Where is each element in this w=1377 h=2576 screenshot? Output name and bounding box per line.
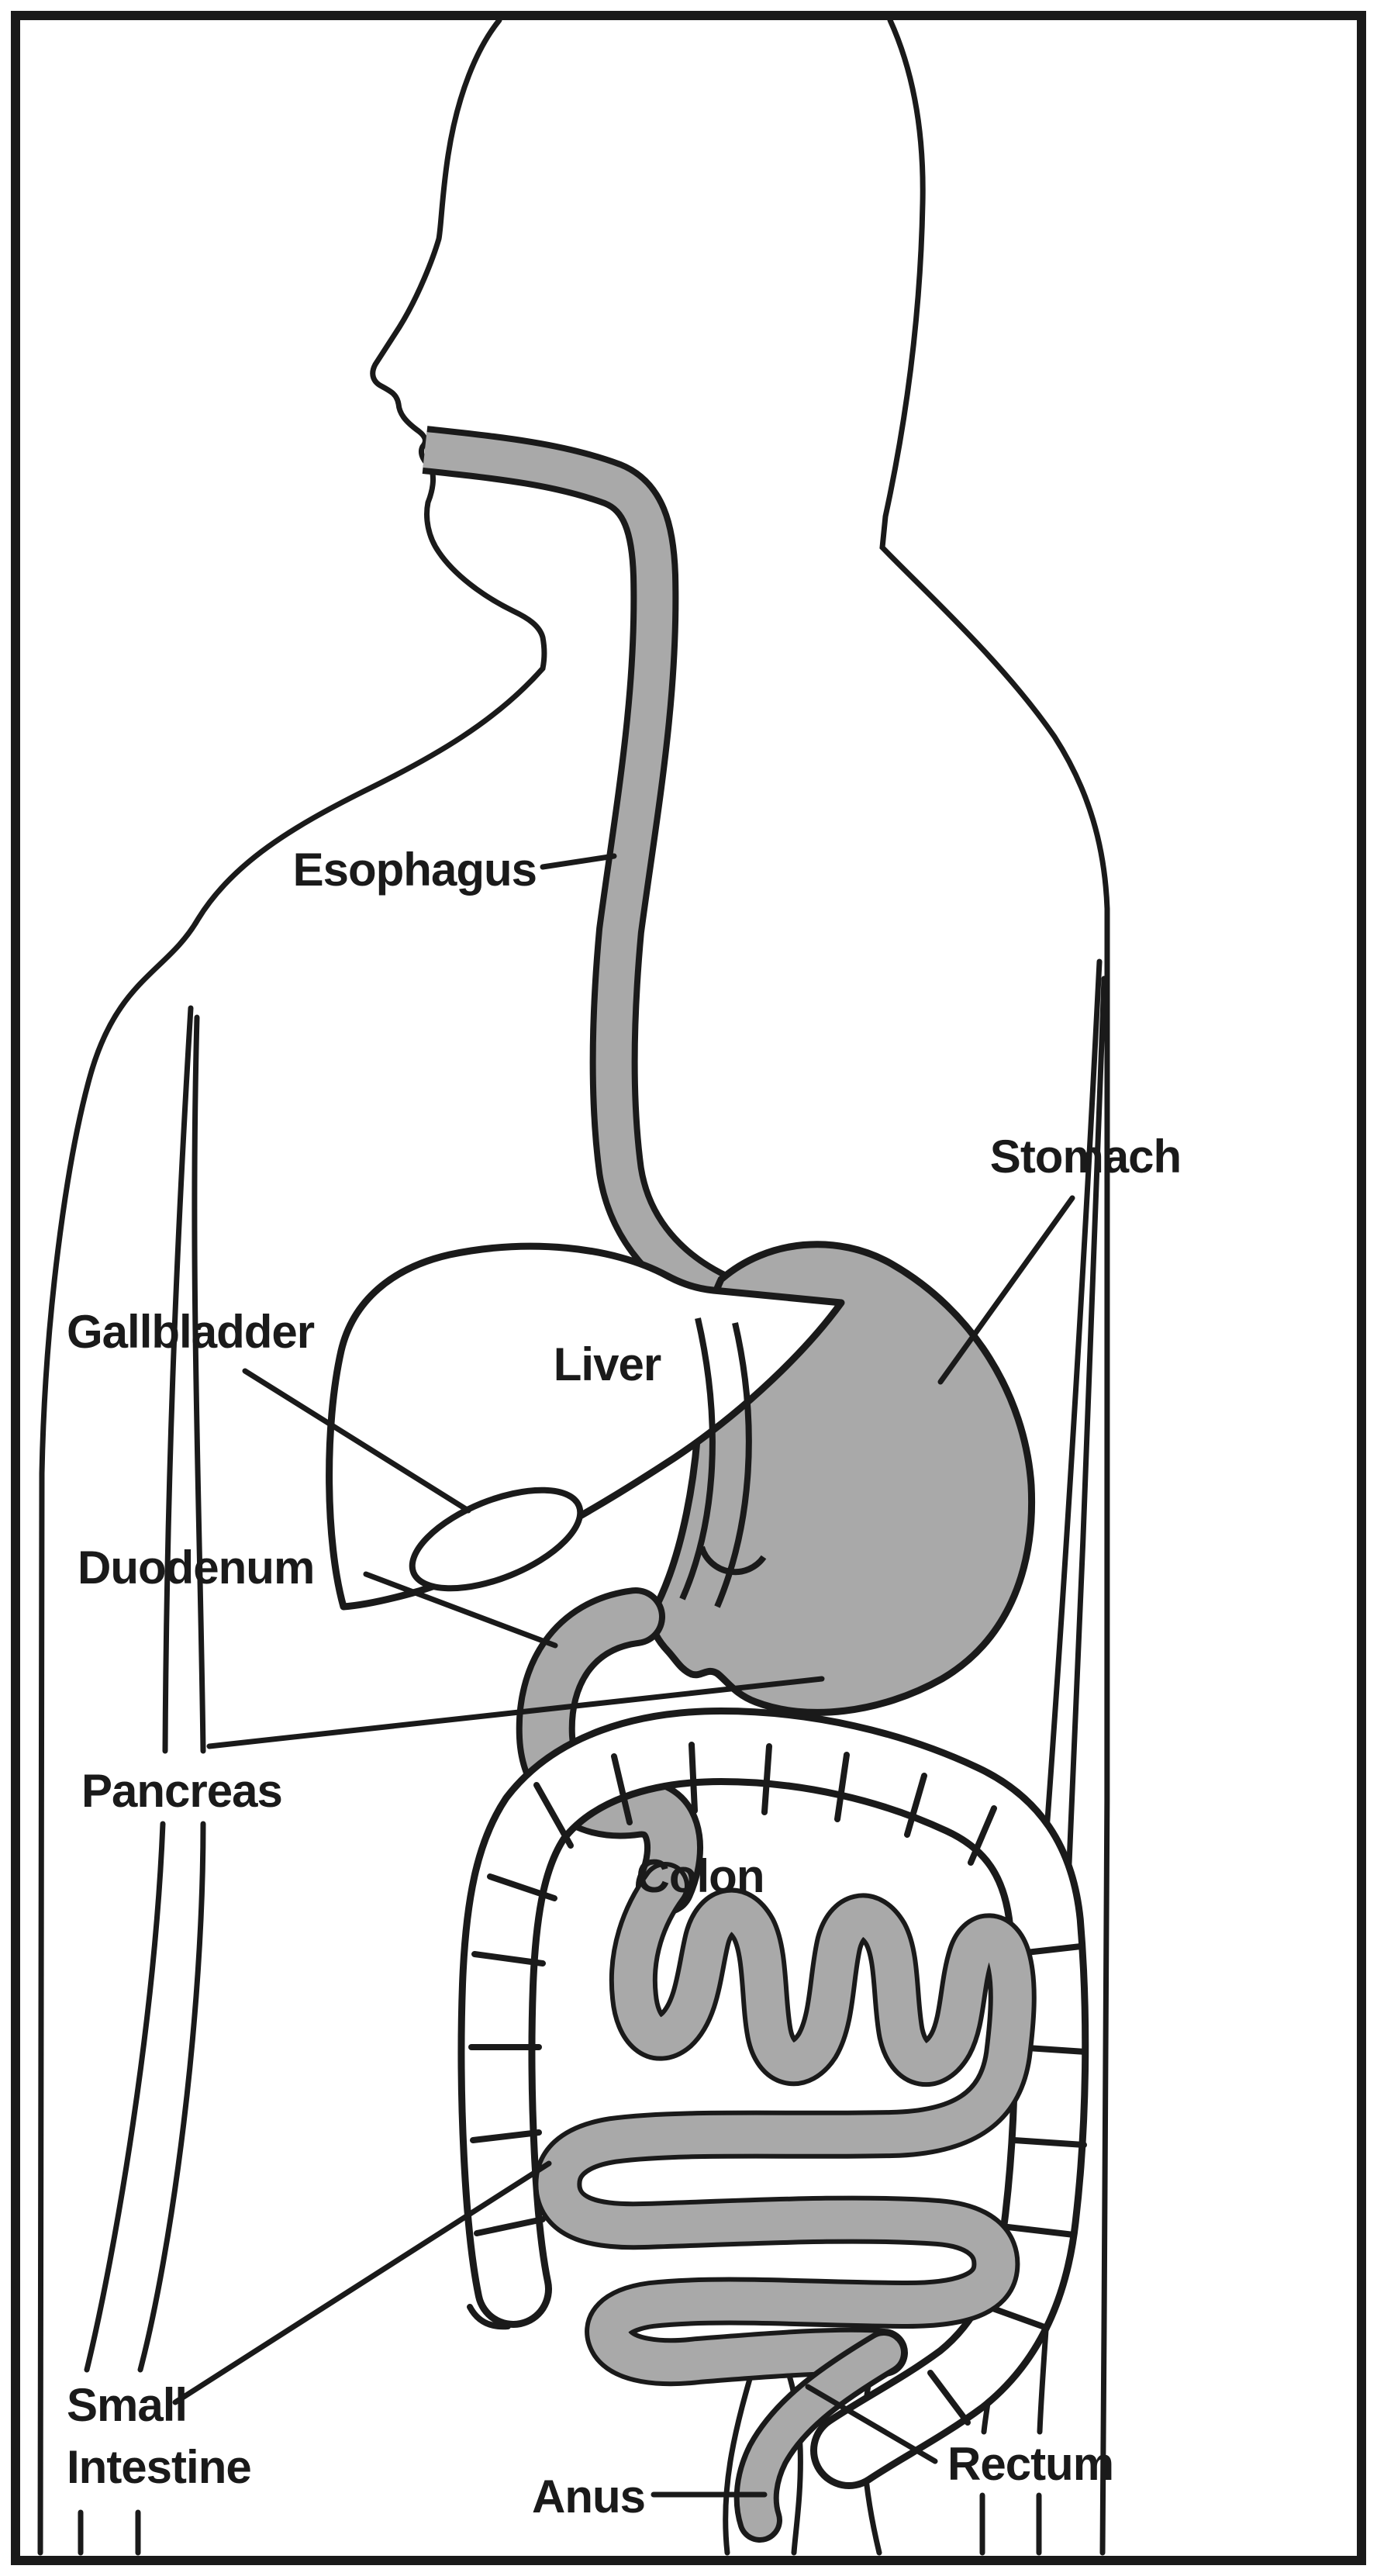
small-intestine-label-line2: Intestine [67,2441,251,2493]
bile-duct-lines [679,1317,767,1608]
esophagus-shape [422,426,735,1321]
organ-labels: Esophagus Stomach Gallbladder Liver Duod… [67,844,1182,2522]
liver-label: Liver [554,1338,661,1390]
small-intestine-label-line1: Small [67,2379,187,2431]
colon-haustra-marks [468,1742,1089,2426]
duodenum-label: Duodenum [78,1542,314,1594]
left-torso-line [135,1014,206,2556]
stomach-leader-line [937,1195,1075,1385]
pancreas-label: Pancreas [81,1765,282,1817]
colon-label: Colon [637,1850,764,1902]
colon-shape [457,1708,1089,2489]
duodenum-leader-line [363,1571,558,1649]
esophagus-label: Esophagus [293,844,537,896]
esophagus-leader-line [540,853,617,870]
leader-lines [172,853,1075,2498]
gallbladder-shape [409,1487,584,1592]
stomach-label: Stomach [990,1131,1181,1183]
back-outline [879,17,1112,2556]
rectum-label: Rectum [947,2438,1113,2490]
inner-thigh-line [778,2348,803,2556]
gallbladder-leader-line [242,1368,471,1514]
gallbladder-label: Gallbladder [67,1306,315,1358]
left-arm-inner-line [78,1005,194,2556]
body-outline [37,17,1112,2556]
pancreas-leader-line [206,1676,825,1749]
anus-label: Anus [532,2471,645,2522]
small-intestine-leader-line [172,2160,552,2405]
left-thigh-line [723,2354,759,2556]
rectum-leader-line [805,2384,938,2464]
head-profile-outline [37,17,547,2556]
small-intestine-shape [533,1862,1037,2387]
